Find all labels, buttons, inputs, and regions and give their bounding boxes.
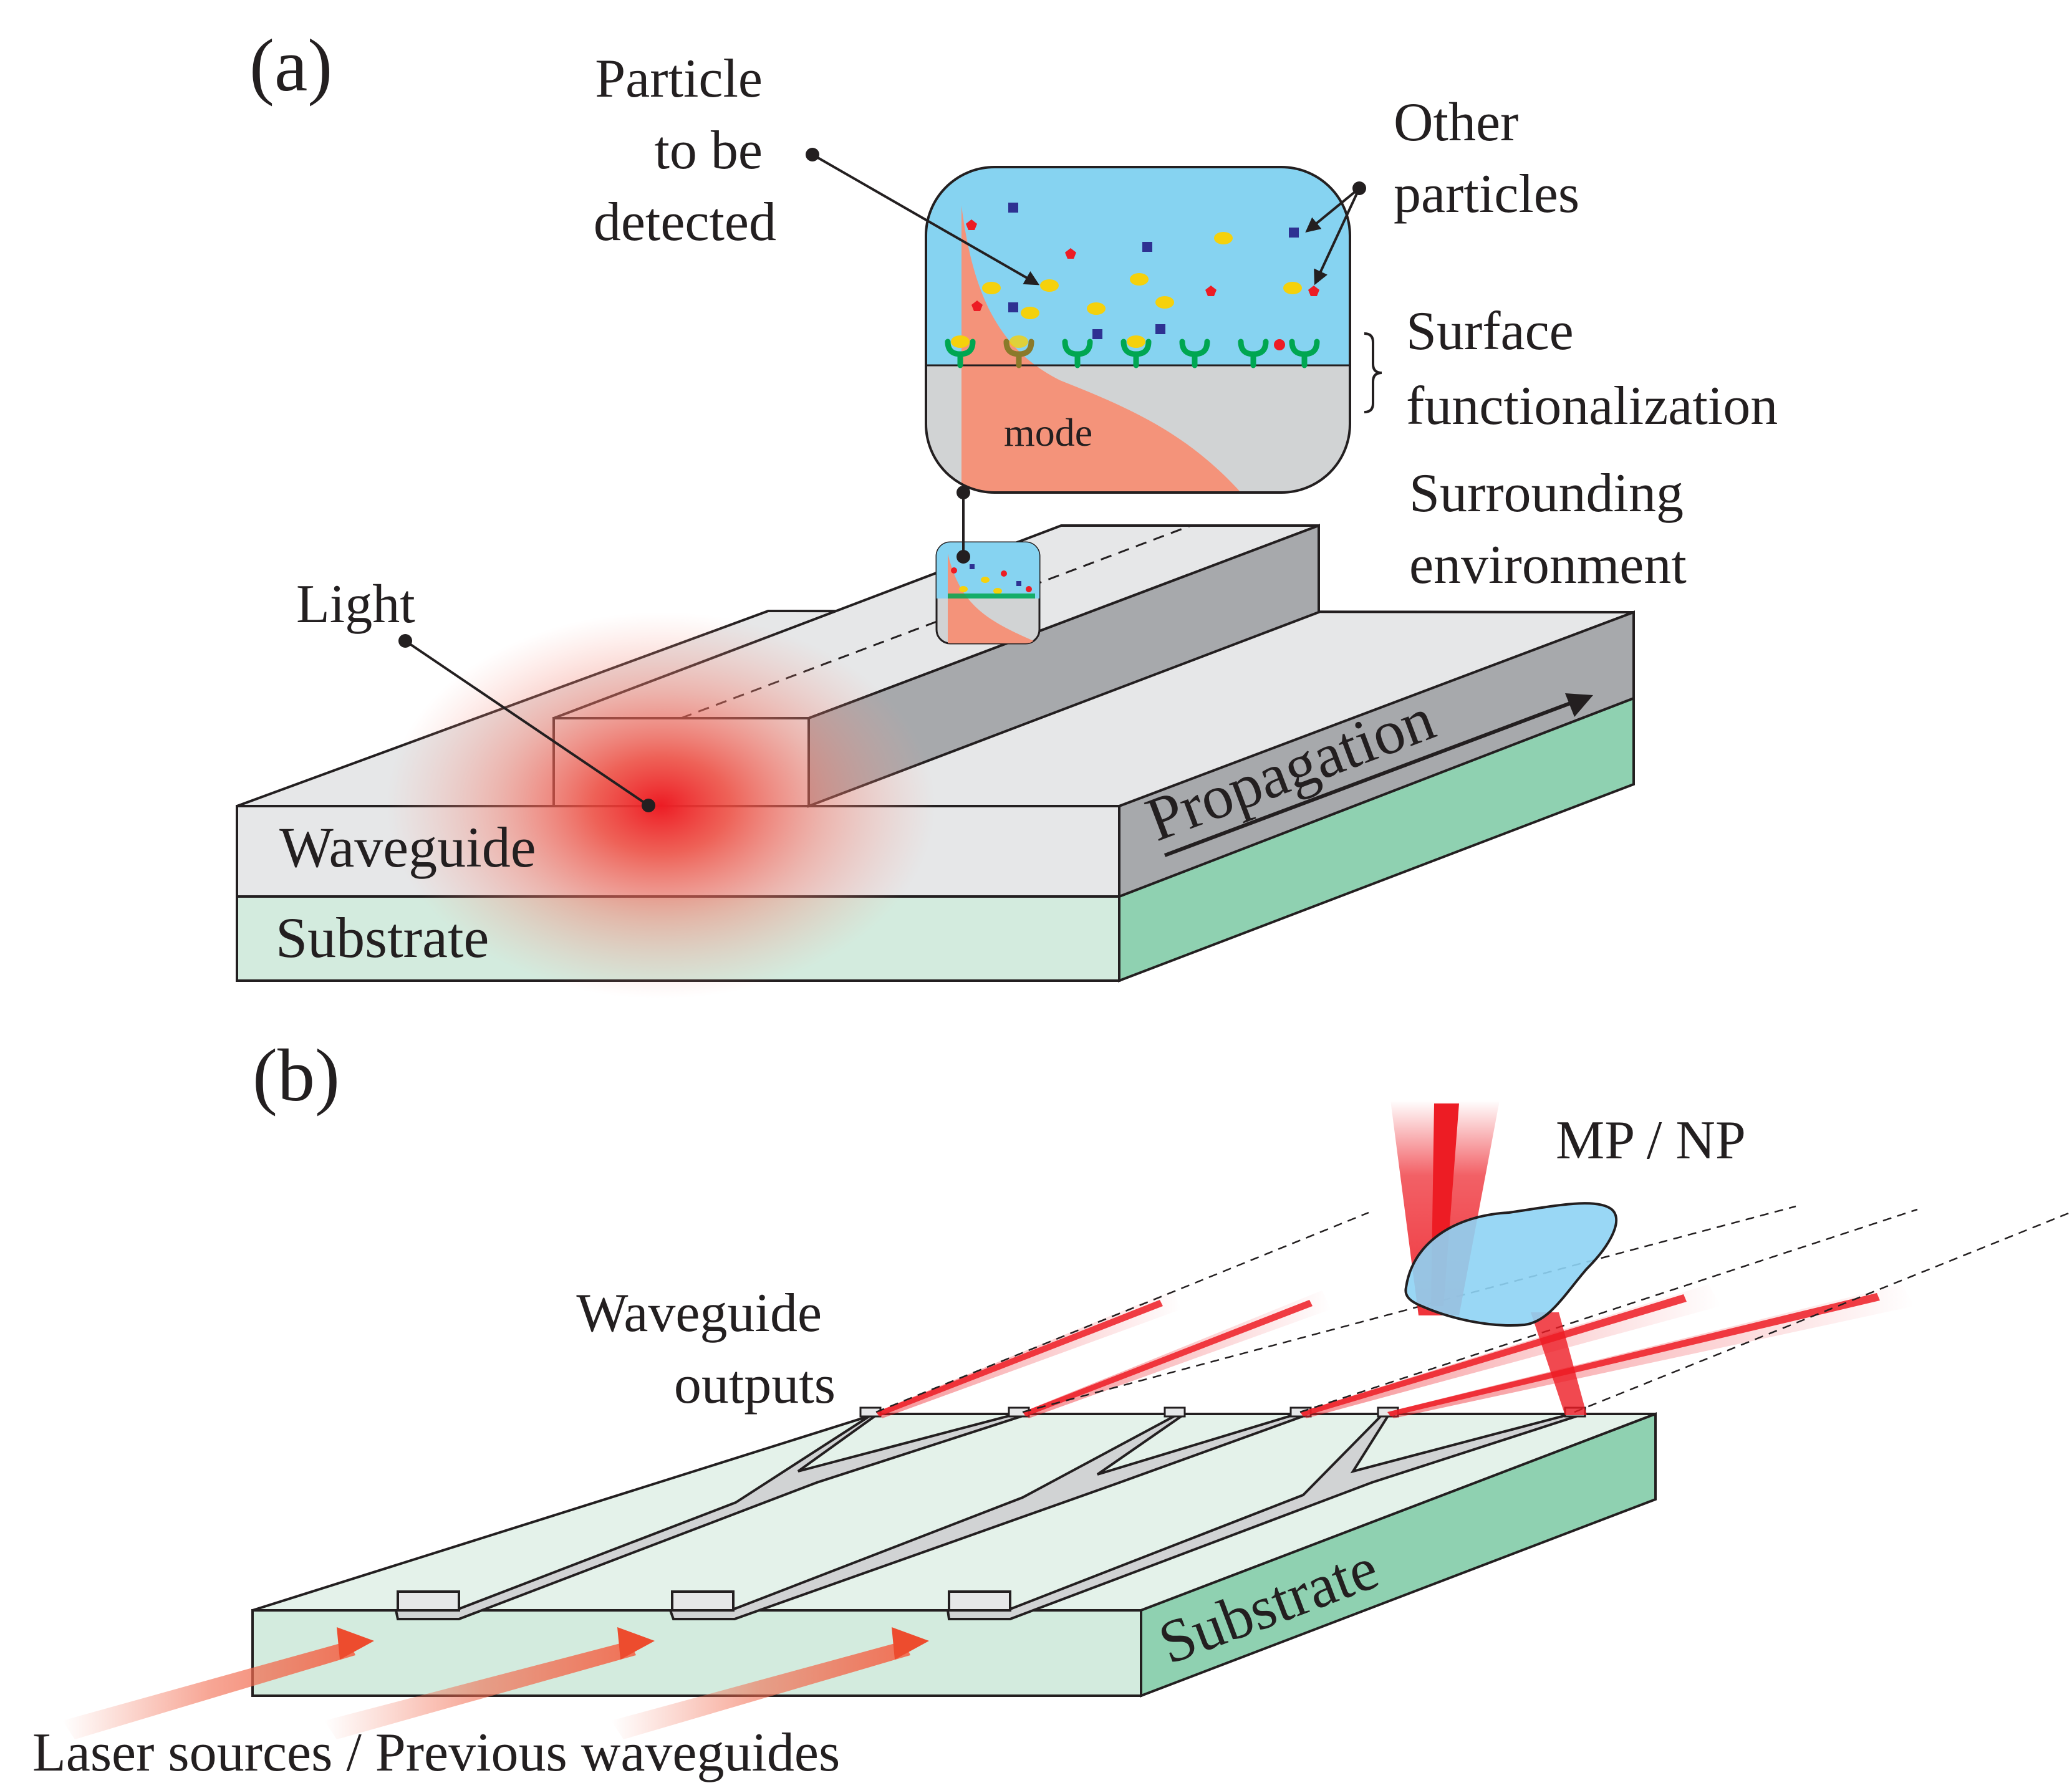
light-leader-dot-b xyxy=(642,799,655,812)
connector-dot-top xyxy=(956,486,970,499)
detection-inset: mode xyxy=(925,166,1351,494)
particle-label: Particle to be detected xyxy=(594,49,776,252)
surface-label: Surface functionalization xyxy=(1406,301,1778,436)
mpnp-label: MP / NP xyxy=(1556,1110,1746,1171)
propagation-arrow xyxy=(1164,695,1588,857)
sources-label: Laser sources / Previous waveguides xyxy=(32,1723,840,1783)
waveguide-label: Waveguide xyxy=(279,815,536,879)
scatter-beam-down xyxy=(1531,1312,1587,1415)
other-leader-2 xyxy=(1314,188,1361,286)
chip-side xyxy=(1140,1412,1657,1698)
surrounding-label: Surrounding environment xyxy=(1409,463,1697,595)
chip-front xyxy=(251,1609,1142,1697)
light-glow xyxy=(387,612,935,999)
outputs-label: Waveguide outputs xyxy=(576,1283,836,1415)
y-splitters xyxy=(394,1413,1584,1620)
other-particles-label: Other particles xyxy=(1394,92,1579,224)
panel-a: mode (a) Particle to be detected Other p… xyxy=(236,24,1778,999)
surface-brace xyxy=(1364,332,1382,413)
panel-a-tag: (a) xyxy=(249,24,332,107)
connector-dot-bottom xyxy=(956,550,970,564)
light-label: Light xyxy=(296,574,415,635)
mp-np-particle xyxy=(1404,1202,1618,1327)
particles xyxy=(966,203,1319,350)
output-beams xyxy=(876,1284,1914,1418)
bound-particles xyxy=(951,335,1145,348)
panel-b: (b) MP / NP Waveguide outputs Substrate … xyxy=(32,1034,2071,1783)
mini-inset xyxy=(935,541,1041,645)
mode-label: mode xyxy=(1004,410,1092,454)
source-arrows xyxy=(62,1627,929,1739)
other-leader-1 xyxy=(1305,187,1361,233)
propagation-arrowhead xyxy=(1565,693,1593,717)
panel-b-tag: (b) xyxy=(253,1034,340,1117)
substrate-a-label: Substrate xyxy=(276,906,489,969)
beam-axes xyxy=(875,1205,2071,1413)
particle-leader xyxy=(812,153,1040,286)
light-leader xyxy=(404,640,650,807)
mode-profile xyxy=(961,206,1241,493)
receptors xyxy=(945,339,1320,368)
